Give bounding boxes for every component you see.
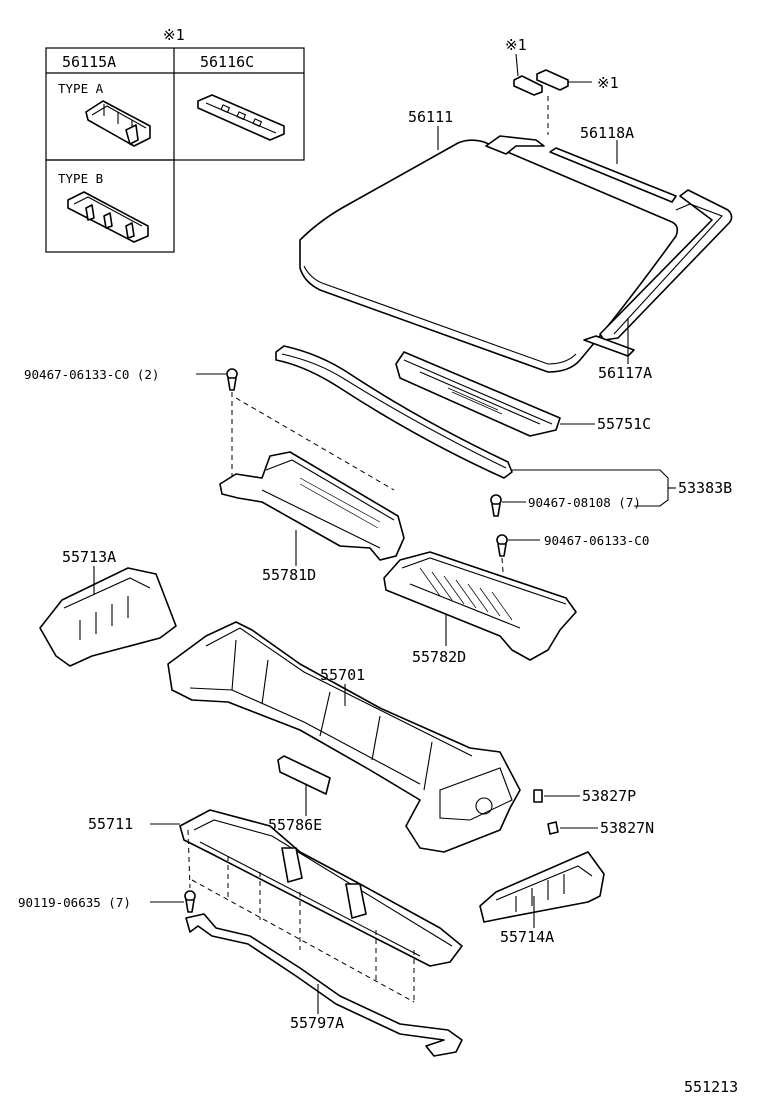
panel-55751c: 55751C (395, 351, 651, 437)
label-55782d: 55782D (412, 648, 466, 666)
inset-col1-header: 56115A (62, 53, 116, 71)
clip-56116c-drawing (197, 94, 285, 141)
label-90119-06635: 90119-06635 (7) (18, 895, 131, 910)
label-90467-06133-c0: 90467-06133-C0 (544, 533, 649, 548)
label-56111: 56111 (408, 108, 453, 126)
clip-mark-right: ※1 (597, 74, 619, 92)
clip-type-b-drawing (67, 191, 149, 243)
inset-box-bottom (45, 159, 175, 253)
cowl-brace-55711: 55711 (88, 809, 463, 1003)
label-55714a: 55714A (500, 928, 554, 946)
windshield-glass-56111: 56111 (299, 108, 679, 373)
label-55781d: 55781D (262, 566, 316, 584)
clip-right-drawing (536, 69, 569, 91)
cowl-louver-55782d: 55782D (383, 551, 577, 666)
side-panel-55713a: 55713A (39, 548, 177, 667)
label-56118a: 56118A (580, 124, 634, 142)
clip-53827n: 53827N (547, 819, 654, 837)
clip-left-drawing (513, 75, 543, 96)
label-56117a: 56117A (598, 364, 652, 382)
label-55797a: 55797A (290, 1014, 344, 1032)
label-90467-08108: 90467-08108 (7) (528, 495, 641, 510)
label-53827p: 53827P (582, 787, 636, 805)
seal-55797a: 55797A (185, 913, 463, 1057)
inset-col2-header: 56116C (200, 53, 254, 71)
label-90467-06133-c0-2: 90467-06133-C0 (2) (24, 367, 159, 382)
side-panel-55714a: 55714A (479, 851, 605, 946)
molding-56117a: 56117A (583, 318, 652, 382)
inset-note-mark: ※1 (163, 26, 185, 44)
label-55711: 55711 (88, 815, 133, 833)
cowl-louver-55781d: 55781D (219, 451, 405, 584)
pad-55786e: 55786E (268, 755, 331, 834)
inset-type-b-label: TYPE B (58, 171, 103, 186)
bolt-90467-08108: 90467-08108 (7) (490, 494, 641, 517)
label-53827n: 53827N (600, 819, 654, 837)
label-55786e: 55786E (268, 816, 322, 834)
bolt-90467-06133-c0: 90467-06133-C0 (496, 533, 649, 641)
inset-table: ※1 56115A 56116C TYPE A TYPE B (45, 26, 305, 253)
molding-56118a: 56118A (485, 124, 733, 341)
dash-panel-55701: 55701 (167, 621, 521, 853)
clip-mark-left: ※1 (505, 36, 527, 54)
top-clips: ※1 ※1 (505, 36, 619, 135)
diagram-number: 551213 (684, 1078, 738, 1096)
clip-type-a-drawing (85, 100, 151, 147)
label-55751c: 55751C (597, 415, 651, 433)
label-53383b: 53383B (678, 479, 732, 497)
clip-53827p: 53827P (533, 787, 636, 805)
bolt-90119-06635: 90119-06635 (7) (18, 890, 196, 913)
label-55713a: 55713A (62, 548, 116, 566)
inset-box-top (45, 47, 305, 161)
label-55701: 55701 (320, 666, 365, 684)
inset-type-a-label: TYPE A (58, 81, 104, 96)
bolt-90467-06133-c0-2: 90467-06133-C0 (2) (24, 367, 395, 491)
weatherstrip-53383b: 53383B (275, 345, 732, 507)
